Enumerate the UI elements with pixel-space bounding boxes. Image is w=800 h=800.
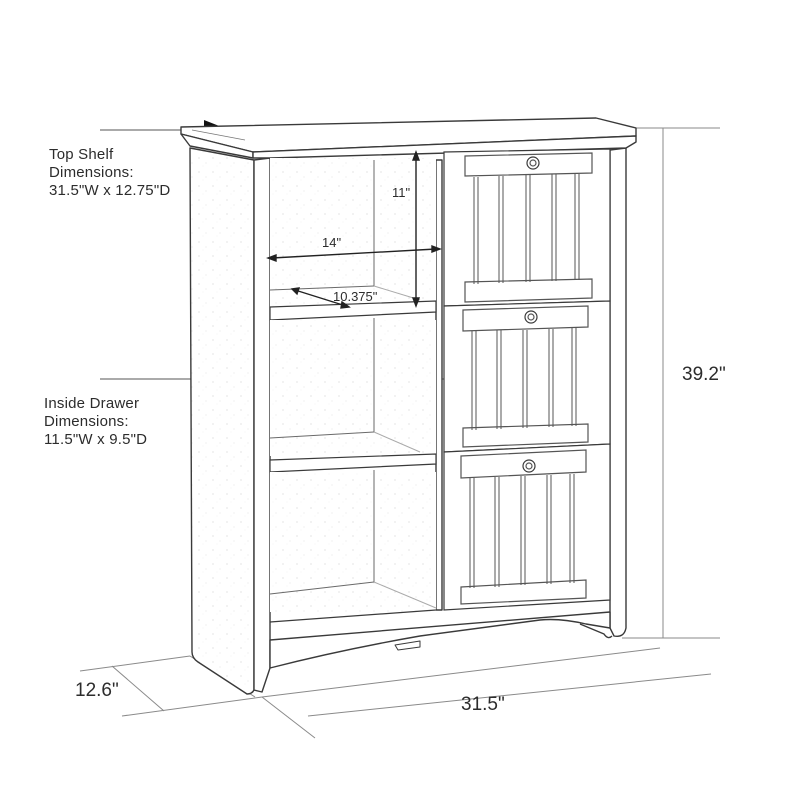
cubbies [269, 158, 437, 623]
top-shelf-title: Top Shelf [49, 146, 114, 163]
top-shelf-callout: Top Shelf Dimensions: 31.5"W x 12.75"D [49, 146, 170, 200]
cubby-width-label: 14" [322, 235, 342, 250]
inside-drawer-dimensions: 11.5"W x 9.5"D [44, 431, 148, 448]
top-drawer [443, 148, 611, 307]
inside-drawer-callout: Inside Drawer Dimensions: 11.5"W x 9.5"D [44, 395, 147, 449]
top-shelf-subtitle: Dimensions: [49, 164, 134, 181]
height-label: 39.2" [682, 364, 726, 385]
inside-drawer-subtitle: Dimensions: [44, 413, 129, 430]
top-shelf-dimensions: 31.5"W x 12.75"D [49, 182, 171, 199]
cabinet-body [180, 117, 637, 695]
depth-label: 12.6" [75, 680, 119, 701]
drawers [443, 148, 611, 611]
middle-drawer [443, 300, 611, 453]
cubby-dimension-arrows [266, 150, 442, 309]
dimension-lines [79, 127, 720, 739]
width-label: 31.5" [461, 694, 505, 715]
cubby-depth-label: 10.375" [333, 289, 378, 304]
inside-drawer-title: Inside Drawer [44, 395, 140, 412]
bottom-drawer [443, 443, 611, 611]
cubby-height-label: 11" [392, 185, 411, 200]
